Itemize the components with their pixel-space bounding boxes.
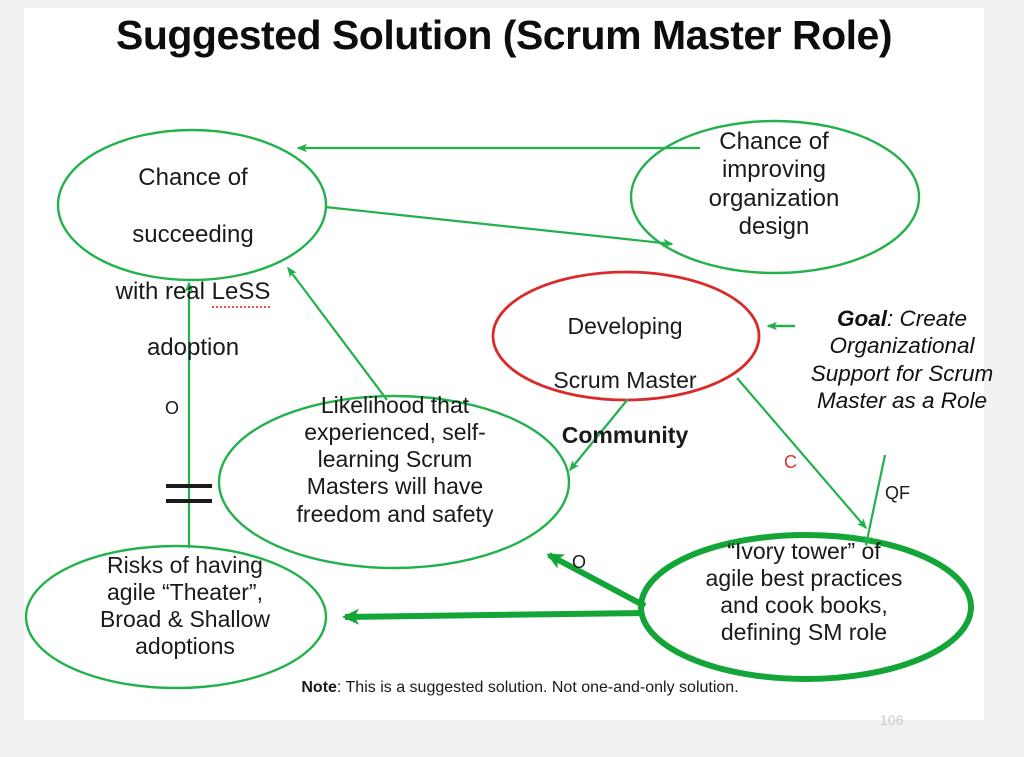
edge-community-to-likelihood xyxy=(569,398,629,472)
node-label-developing-scrum-master-community: Developing Scrum Master Community xyxy=(500,286,750,476)
label-line-3-prefix: with real xyxy=(115,277,212,305)
goal-bold-word: Goal xyxy=(836,306,887,331)
edge-label-o-ivory: O xyxy=(572,552,587,572)
footer-note-text: : This is a suggested solution. Not one-… xyxy=(336,679,739,696)
footer-note-prefix: Note xyxy=(301,679,337,696)
edge-community-to-ivory-tower xyxy=(736,377,867,530)
label-line-3-spellchecked-word: LeSS xyxy=(211,277,271,308)
node-label-ivory-tower: “Ivory tower” of agile best practices an… xyxy=(705,538,903,646)
label-line-2: succeeding xyxy=(132,220,254,248)
edge-label-c: C xyxy=(784,452,797,472)
edge-label-qf: QF xyxy=(885,483,910,503)
page-number: 106 xyxy=(880,712,904,728)
page-title: Suggested Solution (Scrum Master Role) xyxy=(115,12,893,58)
edge-ivory-tower-to-likelihood xyxy=(546,552,647,609)
label-line-1: Chance of xyxy=(138,164,248,192)
label-line-3-community: Community xyxy=(561,421,689,448)
edge-ivory-tower-to-risks xyxy=(342,608,643,625)
goal-rest: : Create Organizational Support for Scru… xyxy=(810,306,994,414)
label-line-2: Scrum Master xyxy=(553,367,697,394)
node-label-likelihood-freedom-safety: Likelihood that experienced, self- learn… xyxy=(296,392,494,527)
edge-label-o-left: O xyxy=(165,398,180,418)
footer-note: Note: This is a suggested solution. Not … xyxy=(180,679,860,697)
label-line-1: Developing xyxy=(567,313,683,340)
node-label-chance-improving-org-design: Chance of improving organization design xyxy=(708,128,840,240)
node-chance-improving-org-design xyxy=(629,119,921,275)
node-risks-agile-theater xyxy=(24,544,328,690)
node-label-risks-agile-theater: Risks of having agile “Theater”, Broad &… xyxy=(99,552,271,660)
label-line-3: with real LeSS xyxy=(60,277,326,308)
node-likelihood-freedom-safety xyxy=(217,394,571,570)
node-label-chance-succeeding: Chance of succeeding with real LeSS adop… xyxy=(60,136,326,391)
edge-likelihood-to-succeeding xyxy=(287,266,388,401)
node-chance-succeeding xyxy=(56,128,328,282)
goal-annotation: Goal: Create Organizational Support for … xyxy=(796,305,1008,415)
label-line-4: adoption xyxy=(146,334,240,362)
edge-goal-to-ivory-tower xyxy=(863,454,887,547)
edge-succeeding-to-orgdesign xyxy=(324,205,674,248)
